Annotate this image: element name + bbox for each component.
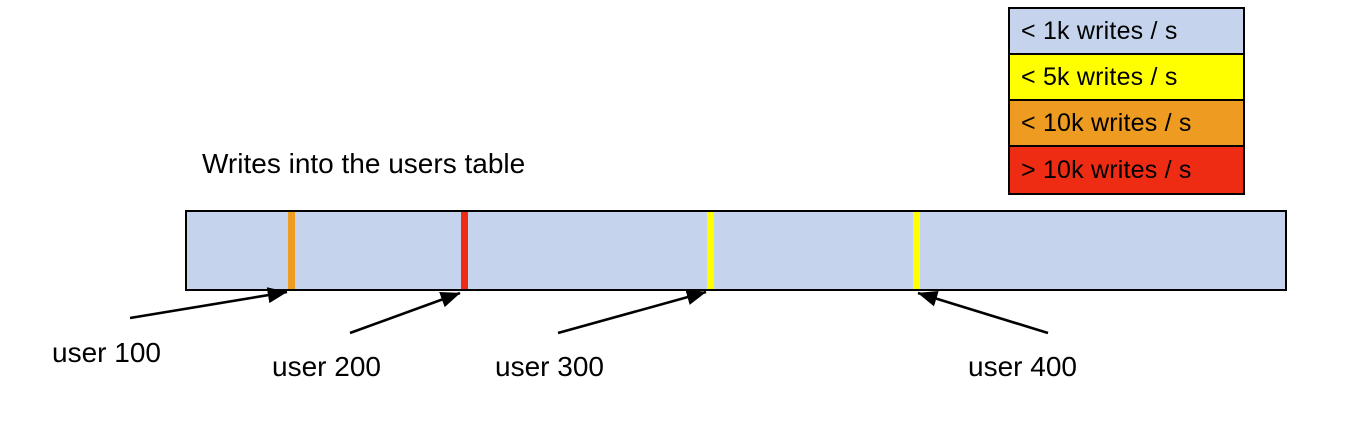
legend-row-lt-1k: < 1k writes / s bbox=[1010, 9, 1243, 55]
callout-label-user-400: user 400 bbox=[968, 351, 1077, 382]
legend-label: < 5k writes / s bbox=[1021, 62, 1178, 91]
marker-user-300 bbox=[707, 212, 714, 289]
marker-user-400 bbox=[913, 212, 920, 289]
arrow-user-200 bbox=[349, 291, 461, 335]
callout-label-user-100: user 100 bbox=[52, 337, 161, 368]
legend-label: < 10k writes / s bbox=[1021, 108, 1192, 137]
legend-row-gt-10k: > 10k writes / s bbox=[1010, 147, 1243, 193]
arrow-user-400 bbox=[917, 290, 1049, 335]
callout-label-user-300: user 300 bbox=[495, 351, 604, 382]
arrow-user-300 bbox=[557, 289, 707, 335]
marker-user-100 bbox=[288, 212, 295, 289]
arrow-user-100 bbox=[129, 287, 288, 320]
chart-title: Writes into the users table bbox=[202, 148, 526, 179]
legend-row-lt-5k: < 5k writes / s bbox=[1010, 55, 1243, 101]
callout-label-user-200: user 200 bbox=[272, 351, 381, 382]
legend-row-lt-10k: < 10k writes / s bbox=[1010, 101, 1243, 147]
legend-label: > 10k writes / s bbox=[1021, 155, 1192, 184]
marker-user-200 bbox=[461, 212, 468, 289]
legend-label: < 1k writes / s bbox=[1021, 16, 1178, 45]
users-table-key-range-strip bbox=[185, 210, 1287, 291]
legend: < 1k writes / s < 5k writes / s < 10k wr… bbox=[1008, 7, 1245, 195]
